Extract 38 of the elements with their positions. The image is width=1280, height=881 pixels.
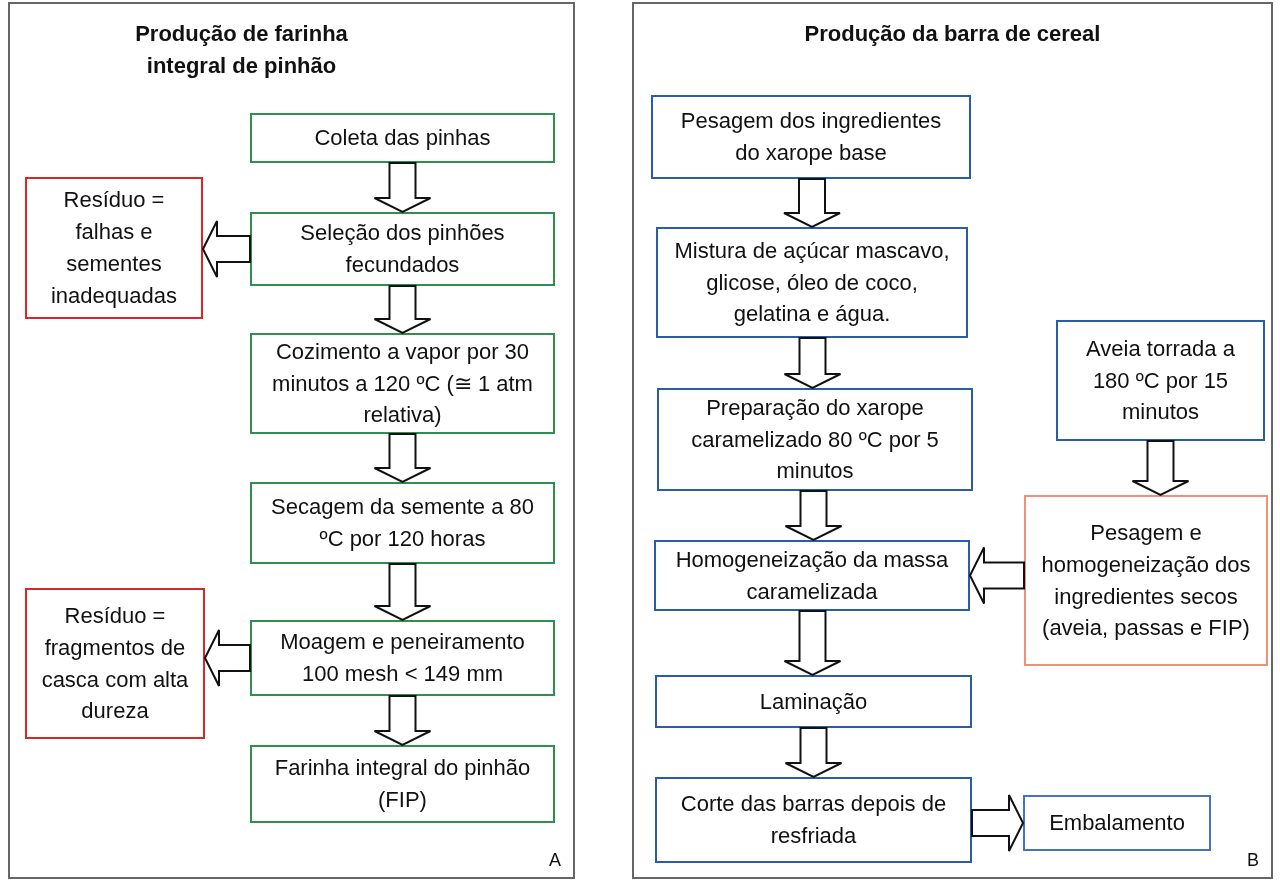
panel-frame <box>632 2 1273 879</box>
block-arrow <box>971 794 1025 852</box>
process-box: Farinha integral do pinhão (FIP) <box>250 745 555 823</box>
residue-box: Resíduo = fragmentos de casca com alta dureza <box>25 588 205 739</box>
panel-frame <box>8 2 575 879</box>
block-arrow <box>373 285 432 335</box>
block-arrow <box>1131 440 1190 497</box>
block-arrow <box>783 610 842 677</box>
panel-letter: A <box>549 850 561 871</box>
process-box: Corte das barras depois de resfriada <box>655 777 972 863</box>
process-box: Pesagem e homogeneização dos ingredientes secos (aveia, passas e FIP) <box>1024 495 1268 666</box>
block-arrow <box>968 546 1025 605</box>
panel-heading: Produção de farinha integral de pinhão <box>134 20 349 80</box>
block-arrow <box>784 490 843 542</box>
process-box: Secagem da semente a 80 ºC por 120 horas <box>250 482 555 564</box>
process-box: Cozimento a vapor por 30 minutos a 120 ºC (≅ 1 atm relativa) <box>250 333 555 434</box>
residue-box: Resíduo = falhas e sementes inadequadas <box>25 177 203 319</box>
process-box: Mistura de açúcar mascavo, glicose, óleo de coco, gelatina e água. <box>656 227 968 338</box>
process-box: Preparação do xarope caramelizado 80 ºC por 5 minutos <box>657 388 973 491</box>
block-arrow <box>373 695 432 747</box>
block-arrow <box>201 220 251 278</box>
process-box: Aveia torrada a 180 ºC por 15 minutos <box>1056 320 1265 441</box>
block-arrow <box>784 727 843 779</box>
block-arrow <box>783 178 841 229</box>
block-arrow <box>373 162 432 214</box>
process-box: Seleção dos pinhões fecundados <box>250 212 555 286</box>
process-box: Moagem e peneiramento 100 mesh < 149 mm <box>250 620 555 696</box>
panel-letter: B <box>1247 850 1259 871</box>
process-box: Coleta das pinhas <box>250 113 555 163</box>
process-box: Embalamento <box>1023 795 1211 851</box>
panel-heading: Produção da barra de cereal <box>803 20 1102 48</box>
block-arrow <box>373 433 432 484</box>
block-arrow <box>203 629 251 687</box>
process-box: Laminação <box>655 675 972 728</box>
process-box: Homogeneização da massa caramelizada <box>654 540 970 611</box>
process-box: Pesagem dos ingredientes do xarope base <box>651 95 971 179</box>
block-arrow <box>783 337 842 390</box>
block-arrow <box>373 563 432 622</box>
